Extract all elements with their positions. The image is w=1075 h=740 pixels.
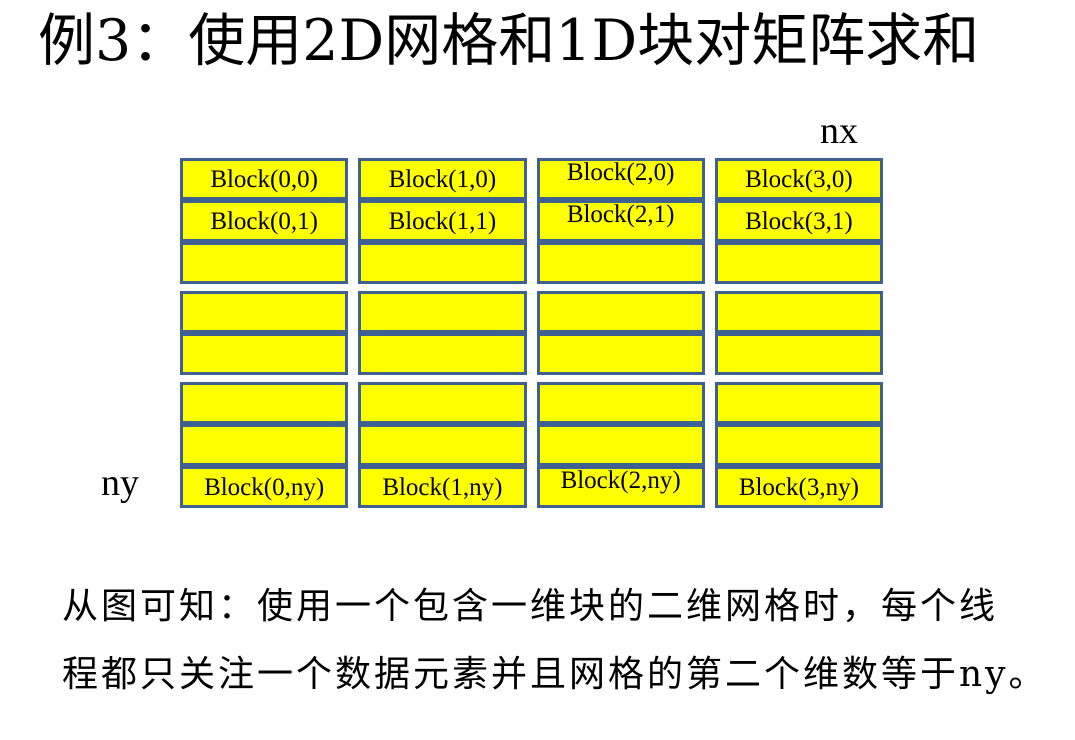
grid-cell [180,424,349,466]
block-label: Block(3,0) [745,165,853,193]
caption-line-1: 从图可知：使用一个包含一维块的二维网格时，每个线 [62,586,999,627]
block-group: Block(0,0) Block(0,1) [180,158,349,284]
block-grid-diagram: Block(0,0) Block(0,1) Block(0,ny) Block(1,0… [180,158,883,508]
block-label: Block(2,0) [566,158,675,186]
grid-cell [358,242,527,284]
block-label: Block(0,1) [210,207,318,235]
grid-column-0: Block(0,0) Block(0,1) Block(0,ny) [180,158,349,508]
grid-cell [536,242,705,284]
block-group: Block(1,ny) [358,382,527,508]
block-group [714,291,883,375]
block-label: Block(3,ny) [738,473,859,501]
grid-cell [358,382,527,424]
block-label: Block(0,ny) [204,473,325,501]
ny-axis-label: ny [101,462,139,504]
block-label: Block(1,ny) [382,473,503,501]
grid-cell [714,424,883,466]
nx-axis-label: nx [820,110,858,152]
grid-cell [180,291,349,333]
block-group: Block(3,0) Block(3,1) [714,158,883,284]
grid-cell: Block(2,0) [536,158,705,200]
block-group [358,291,527,375]
block-group: Block(1,0) Block(1,1) [358,158,527,284]
grid-cell: Block(0,ny) [180,466,349,508]
block-label: Block(1,1) [388,207,497,235]
block-label: Block(1,0) [388,165,497,193]
grid-cell [714,333,883,375]
grid-cell [358,291,527,333]
page-title: 例3：使用2D网格和1D块对矩阵求和 [38,8,980,74]
grid-cell: Block(3,1) [714,200,883,242]
grid-cell [536,291,705,333]
grid-cell [180,382,349,424]
grid-column-1: Block(1,0) Block(1,1) Block(1,ny) [358,158,527,508]
block-group [180,291,349,375]
grid-cell: Block(2,1) [536,200,705,242]
block-label: Block(2,ny) [560,466,681,494]
grid-cell [358,424,527,466]
grid-column-3: Block(3,0) Block(3,1) Block(3,ny) [714,158,883,508]
grid-cell [358,333,527,375]
grid-cell: Block(1,1) [358,200,527,242]
grid-cell: Block(1,ny) [358,466,527,508]
grid-cell [180,333,349,375]
grid-cell: Block(3,0) [714,158,883,200]
caption-line-2: 程都只关注一个数据元素并且网格的第二个维数等于ny。 [62,654,1048,695]
grid-cell [714,242,883,284]
grid-cell [536,424,705,466]
block-group: Block(2,0) Block(2,1) [536,158,705,284]
block-group: Block(3,ny) [714,382,883,508]
block-label: Block(2,1) [566,200,675,228]
block-group: Block(0,ny) [180,382,349,508]
block-group: Block(2,ny) [536,382,705,508]
grid-cell [536,333,705,375]
grid-cell: Block(1,0) [358,158,527,200]
grid-cell [714,382,883,424]
grid-cell: Block(3,ny) [714,466,883,508]
grid-cell [180,242,349,284]
grid-cell: Block(0,1) [180,200,349,242]
caption: 从图可知：使用一个包含一维块的二维网格时，每个线 程都只关注一个数据元素并且网格… [62,584,1052,720]
grid-cell [536,382,705,424]
block-group [536,291,705,375]
block-label: Block(0,0) [210,165,318,193]
block-label: Block(3,1) [745,207,853,235]
grid-cell [714,291,883,333]
grid-column-2: Block(2,0) Block(2,1) Block(2,ny) [536,158,705,508]
grid-cell: Block(2,ny) [536,466,705,508]
grid-cell: Block(0,0) [180,158,349,200]
